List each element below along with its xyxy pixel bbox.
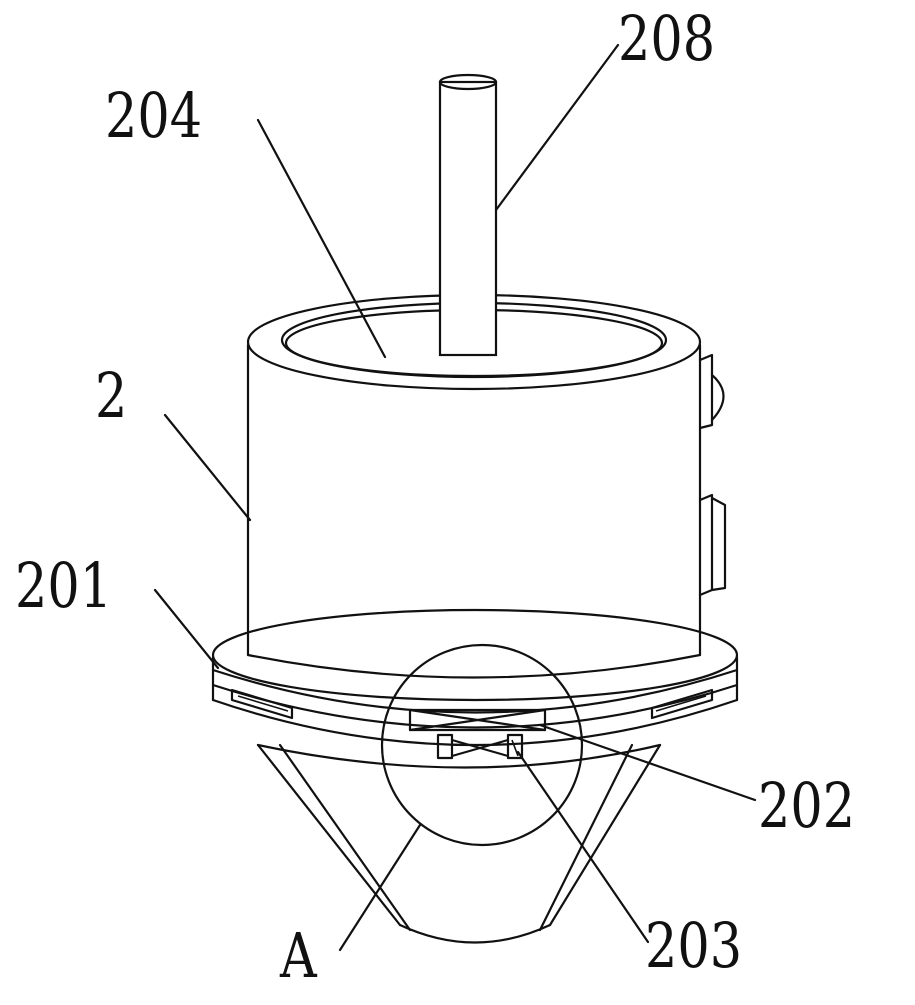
label-202: 202 <box>758 775 855 837</box>
label-203: 203 <box>645 915 742 977</box>
label-208: 208 <box>618 8 715 70</box>
leader-203 <box>518 752 648 942</box>
label-2: 2 <box>95 365 127 427</box>
leader-204 <box>258 120 385 357</box>
rod-208 <box>440 75 496 355</box>
side-fitting-upper <box>700 355 724 428</box>
leader-208 <box>496 45 618 210</box>
leader-a <box>340 825 420 950</box>
label-204: 204 <box>105 85 202 147</box>
clamp-203 <box>438 735 522 758</box>
conical-shell <box>258 745 660 943</box>
label-201: 201 <box>15 555 112 617</box>
leader-201 <box>155 590 218 668</box>
label-a: A <box>280 925 317 987</box>
leader-2 <box>165 415 250 520</box>
side-fitting-lower <box>700 495 725 595</box>
